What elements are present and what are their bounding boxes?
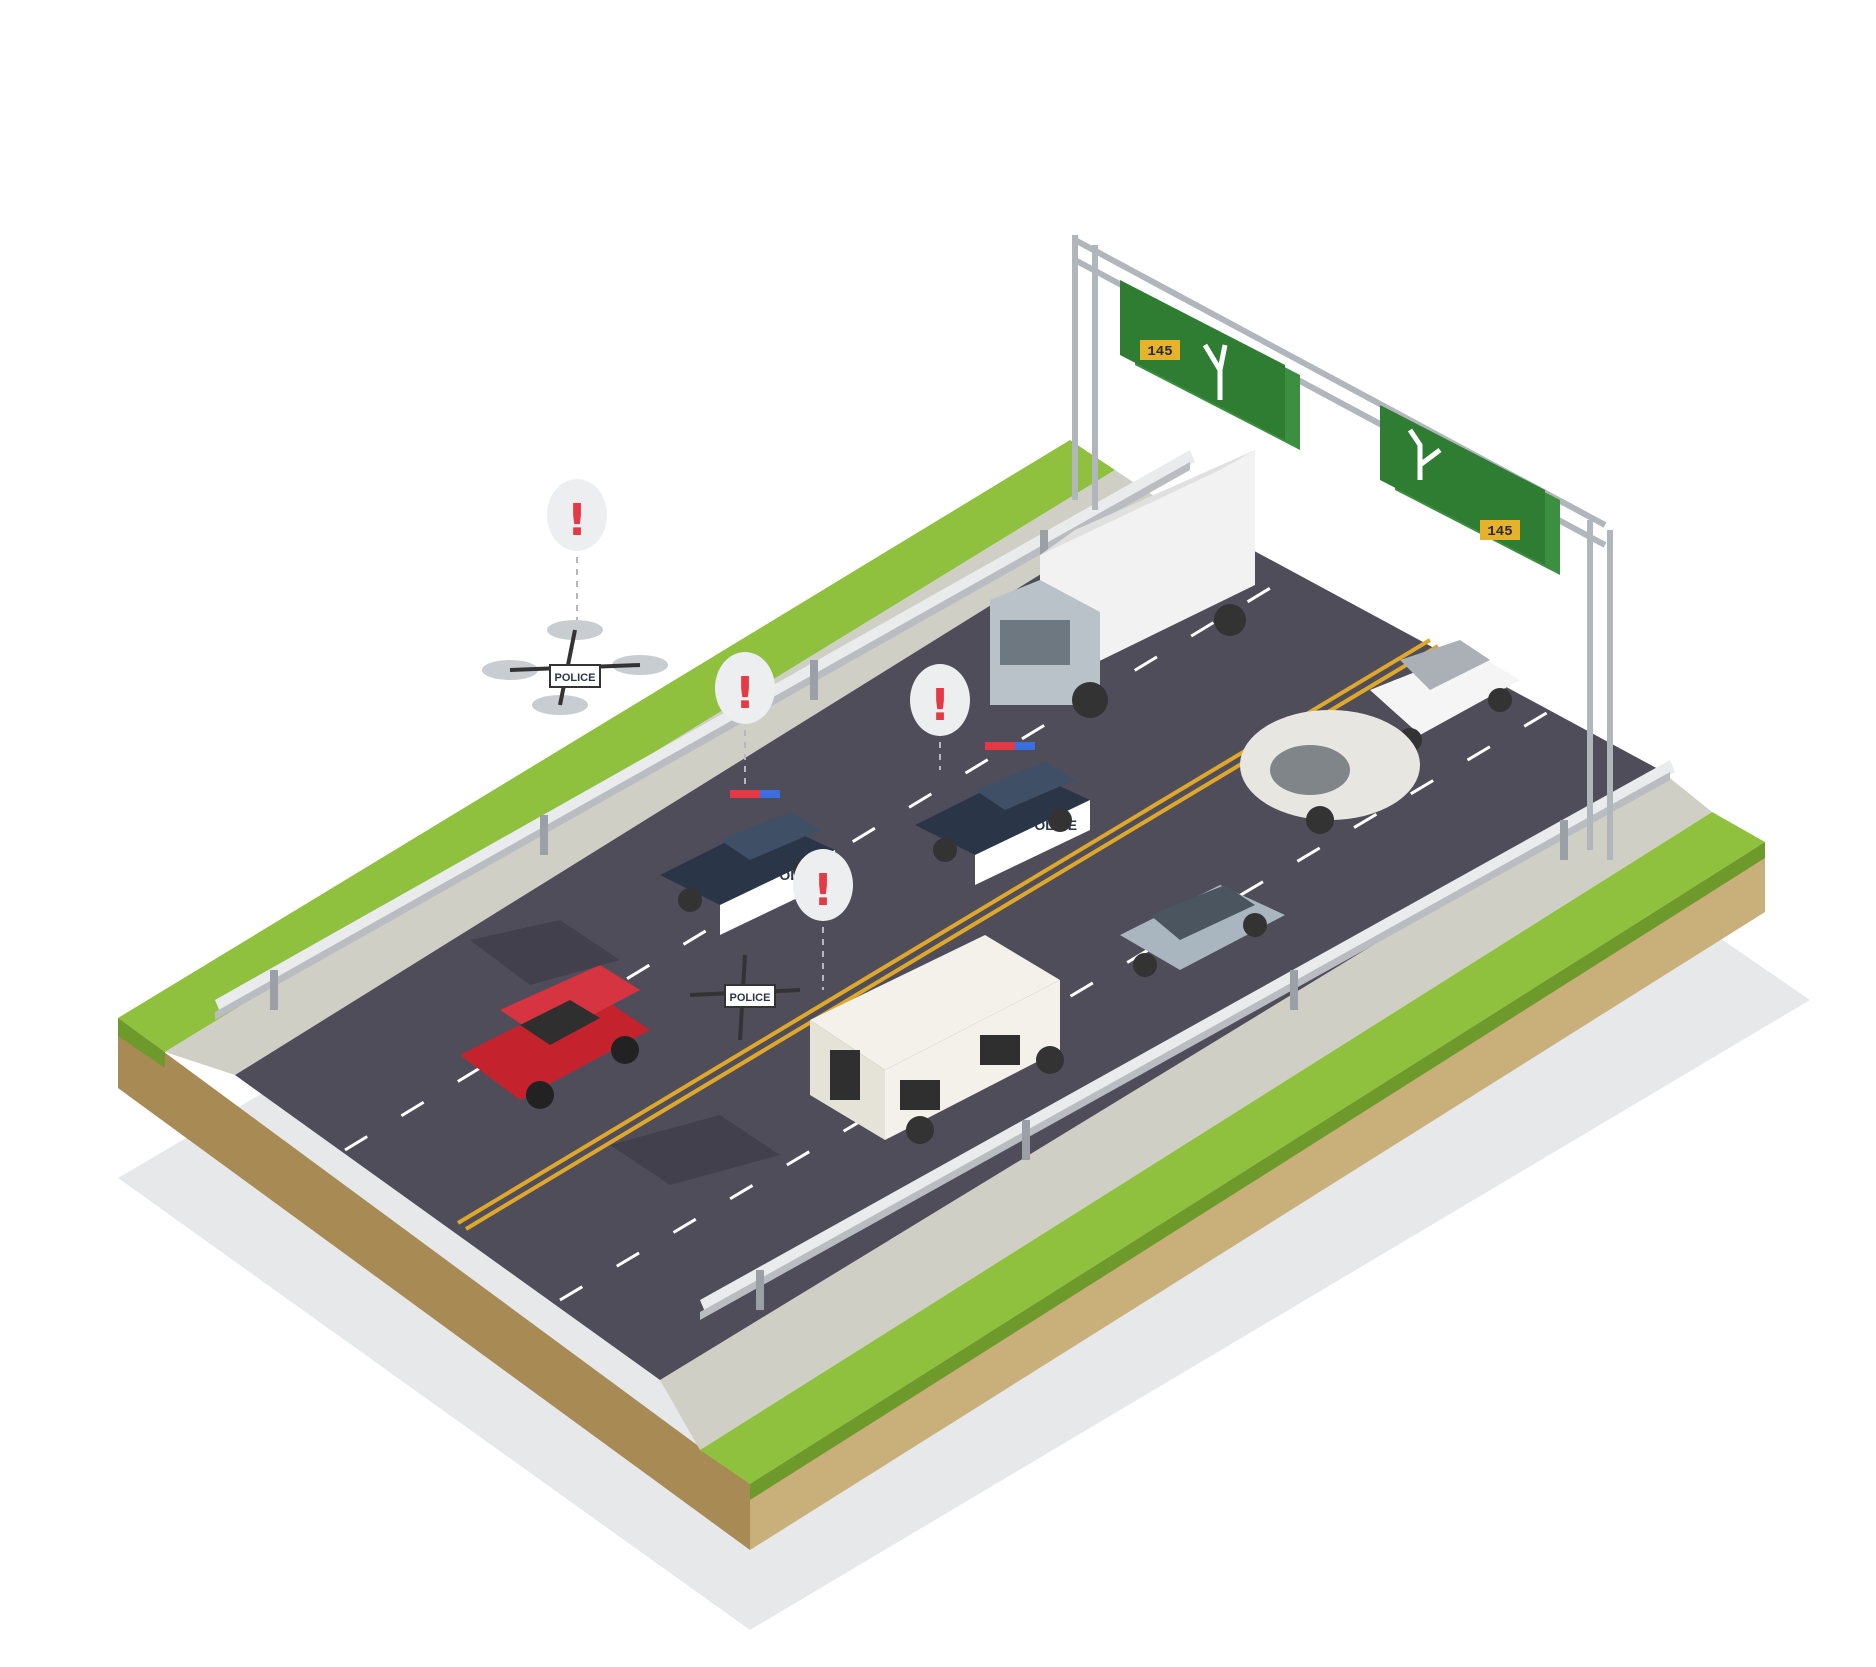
grass-strip-right-edge [750, 842, 1765, 1500]
sign-number-2: 145 [1487, 524, 1512, 540]
drone-label-road: POLICE [730, 992, 771, 1004]
grass-strip-left [118, 440, 1115, 1052]
police-car-2: POLICE [915, 742, 1090, 885]
alert-icon: ! [930, 680, 950, 731]
sign-number-1: 145 [1147, 344, 1172, 360]
grass-strip-left-edge [118, 1018, 165, 1068]
soil-right-face [750, 842, 1765, 1550]
left-fork-icon [1202, 343, 1228, 400]
guard-rail-left [215, 450, 1195, 1020]
drone-road: POLICE [689, 954, 801, 1041]
overhead-sign-2: 145 [1380, 405, 1560, 575]
grass-strip-right [700, 812, 1765, 1484]
alert-bubble-3: ! [910, 664, 970, 770]
lane-markings [344, 568, 1561, 1302]
box-truck [990, 450, 1255, 718]
alert-bubble-1: ! [547, 479, 607, 620]
sedan-white [1370, 640, 1520, 752]
drone-shadows [470, 920, 780, 1185]
overhead-sign-1: 145 [1120, 280, 1300, 450]
alert-bubble-4: ! [793, 849, 853, 990]
drone-label-air: POLICE [555, 672, 596, 684]
camper-trailer [1240, 710, 1420, 834]
sedan-grey [1120, 885, 1285, 977]
red-suv [460, 965, 650, 1109]
guard-rail-right [700, 760, 1675, 1320]
drone-air: POLICE [482, 620, 668, 715]
alert-icon: ! [735, 668, 755, 719]
soil-left-face [118, 1018, 750, 1550]
shoulder-right [660, 770, 1712, 1450]
right-fork-icon [1407, 428, 1442, 480]
alert-icon: ! [567, 495, 587, 546]
rv-motorhome [810, 935, 1064, 1144]
alert-icon: ! [813, 865, 833, 916]
alert-bubble-2: ! [715, 652, 775, 790]
